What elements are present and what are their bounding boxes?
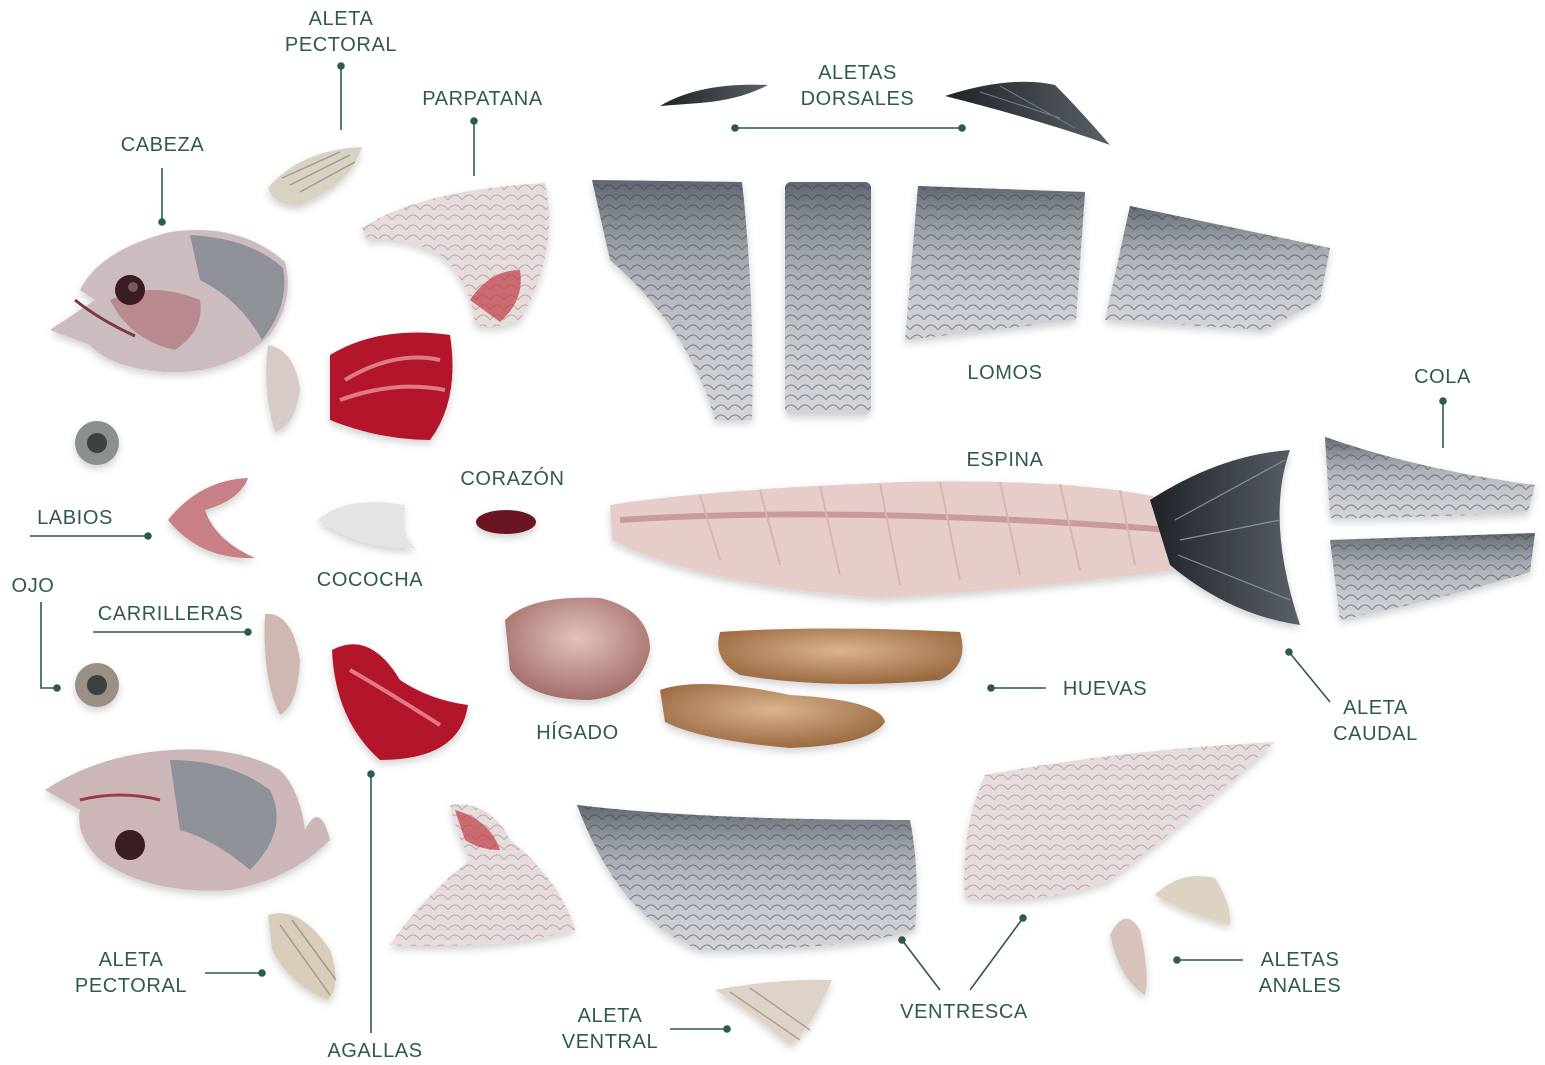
label-huevas: HUEVAS [1050, 676, 1160, 702]
label-higado: HÍGADO [520, 720, 635, 746]
collar-icon [362, 183, 549, 327]
lips-icon [168, 478, 255, 558]
label-labios: LABIOS [25, 505, 125, 531]
cheek-icon [266, 345, 300, 432]
label-line: ALETA [280, 6, 402, 32]
roe-icon [660, 684, 885, 748]
belly-fillet-icon [577, 742, 1275, 950]
label-aleta-pectoral-bottom: ALETA PECTORAL [62, 947, 200, 999]
label-line: ALETAS [1245, 947, 1355, 973]
label-lomos: LOMOS [955, 360, 1055, 386]
label-aletas-dorsales: ALETAS DORSALES [790, 60, 925, 112]
fish-head-icon [45, 749, 330, 890]
label-aleta-pectoral-top: ALETA PECTORAL [280, 6, 402, 58]
liver-icon [505, 598, 650, 700]
label-line: VENTRAL [550, 1029, 670, 1055]
fish-skeleton-icon [610, 450, 1300, 625]
label-agallas: AGALLAS [315, 1038, 435, 1064]
roe-icon [718, 629, 962, 685]
label-aletas-anales: ALETAS ANALES [1245, 947, 1355, 999]
collar-icon [390, 804, 575, 946]
tail-fillet-icon [1325, 437, 1535, 620]
label-line: ANALES [1245, 973, 1355, 999]
label-corazon: CORAZÓN [450, 466, 575, 492]
leader-ventresca-right [970, 918, 1023, 990]
label-line: DORSALES [790, 86, 925, 112]
cheek-icon [265, 614, 300, 715]
label-line: PECTORAL [280, 32, 402, 58]
cococha-icon [318, 502, 415, 548]
label-cabeza: CABEZA [110, 132, 215, 158]
label-cococha: COCOCHA [305, 567, 435, 593]
label-espina: ESPINA [955, 447, 1055, 473]
label-line: ALETA [550, 1003, 670, 1029]
fish-head-icon [50, 230, 288, 372]
label-line: CAUDAL [1318, 721, 1433, 747]
label-line: PECTORAL [62, 973, 200, 999]
leader-ventresca-left [902, 940, 940, 990]
pectoral-fin-bottom-icon [268, 913, 336, 1000]
label-line: ALETA [62, 947, 200, 973]
label-parpatana: PARPATANA [410, 86, 555, 112]
label-line: ALETA [1318, 695, 1433, 721]
heart-icon [476, 510, 536, 534]
label-ojo: OJO [3, 573, 63, 599]
label-carrilleras: CARRILLERAS [88, 601, 253, 627]
label-cola: COLA [1405, 364, 1480, 390]
eye-icon [75, 421, 119, 707]
label-aleta-ventral: ALETA VENTRAL [550, 1003, 670, 1055]
pectoral-fin-top-icon [268, 147, 362, 205]
leader-ojo [41, 602, 57, 688]
label-aleta-caudal: ALETA CAUDAL [1318, 695, 1433, 747]
label-ventresca: VENTRESCA [890, 999, 1038, 1025]
label-line: ALETAS [790, 60, 925, 86]
